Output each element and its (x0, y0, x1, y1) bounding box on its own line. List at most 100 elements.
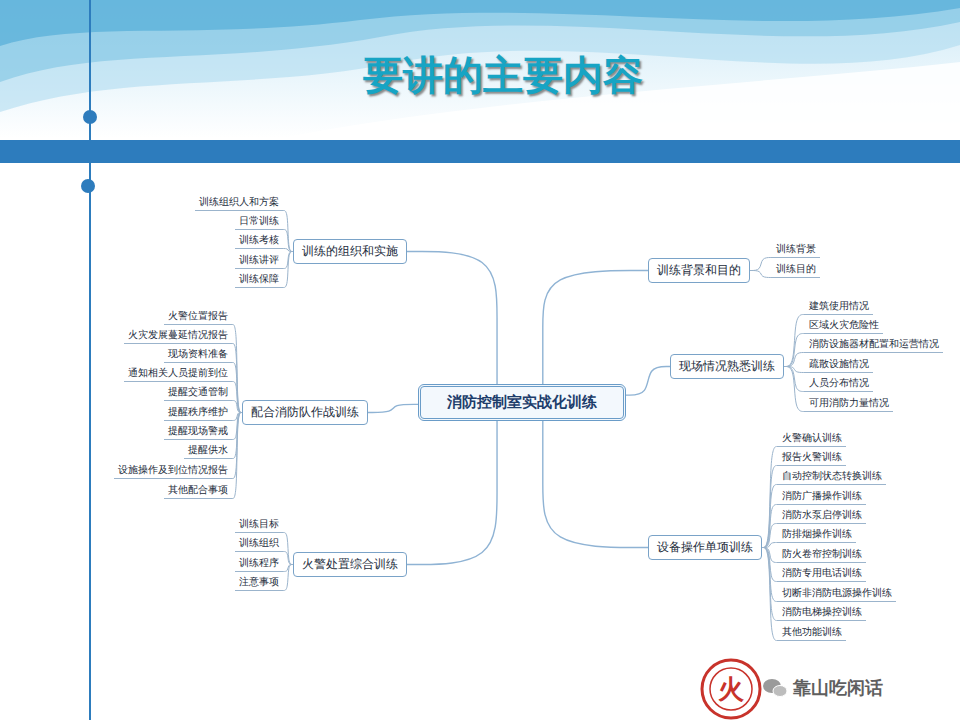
leaf-connector (784, 353, 805, 367)
leaf-connector (762, 485, 778, 548)
topic-text: 其他功能训练 (782, 625, 842, 638)
leaf-topic: 消防设施器材配置和运营情况 (805, 337, 943, 353)
topic-text: 设施操作及到位情况报告 (118, 463, 228, 476)
leaf-topic: 训练考核 (235, 233, 283, 249)
topic-text: 训练组织人和方案 (199, 195, 279, 208)
topic-text: 设备操作单项训练 (657, 539, 753, 556)
topic-text: 消防水泵启停训练 (782, 508, 862, 521)
leaf-topic: 训练目标 (235, 517, 283, 533)
leaf-topic: 训练保障 (235, 272, 283, 288)
margin-line (89, 0, 91, 720)
topic-text: 训练背景 (776, 242, 816, 255)
leaf-connector (762, 548, 778, 641)
leaf-topic: 消防广播操作训练 (778, 489, 866, 505)
leaf-connector (283, 565, 293, 572)
branch-topic: 现场情况熟悉训练 (670, 354, 784, 379)
main-branch-curve (543, 271, 648, 385)
leaf-topic: 疏散设施情况 (805, 357, 873, 373)
leaf-topic: 可用消防力量情况 (805, 396, 893, 412)
topic-text: 训练组织 (239, 536, 279, 549)
leaf-connector (283, 565, 293, 591)
topic-text: 自动控制状态转换训练 (782, 469, 882, 482)
leaf-topic: 其他配合事项 (164, 483, 232, 499)
header-bar (0, 140, 960, 163)
leaf-topic: 防火卷帘控制训练 (778, 547, 866, 563)
main-branch-curve (626, 367, 670, 396)
leaf-topic: 训练目的 (772, 262, 820, 278)
logo-character: 火 (718, 672, 744, 707)
leaf-topic: 防排烟操作训练 (778, 527, 856, 543)
main-branch-curve (543, 421, 648, 548)
topic-text: 日常训练 (239, 214, 279, 227)
topic-text: 切断非消防电源操作训练 (782, 586, 892, 599)
leaf-connector (232, 363, 242, 413)
topic-text: 提醒现场警戒 (168, 424, 228, 437)
leaf-connector (232, 325, 242, 413)
header-wave (0, 0, 960, 46)
leaf-connector (283, 211, 293, 252)
main-branch-curve (368, 404, 418, 412)
topic-text: 防排烟操作训练 (782, 527, 852, 540)
leaf-topic: 消防电梯操控训练 (778, 605, 866, 621)
topic-text: 疏散设施情况 (809, 357, 869, 370)
leaf-topic: 注意事项 (235, 575, 283, 591)
topic-text: 训练的组织和实施 (302, 243, 398, 260)
logo-seal (702, 660, 760, 718)
leaf-connector (232, 401, 242, 413)
leaf-topic: 区域火灾危险性 (805, 318, 883, 334)
leaf-topic: 提醒供水 (184, 443, 232, 459)
topic-text: 区域火灾危险性 (809, 318, 879, 331)
leaf-topic: 日常训练 (235, 214, 283, 230)
slide-title: 要讲的主要内容 (363, 48, 643, 103)
leaf-topic: 现场资料准备 (164, 347, 232, 363)
leaf-connector (762, 447, 778, 548)
topic-text: 消防广播操作训练 (782, 489, 862, 502)
topic-text: 消防专用电话训练 (782, 566, 862, 579)
leaf-connector (232, 344, 242, 413)
leaf-connector (283, 552, 293, 565)
topic-text: 配合消防队作战训练 (251, 404, 359, 421)
leaf-connector (283, 230, 293, 252)
leaf-connector (232, 382, 242, 413)
logo-seal-ring (710, 668, 752, 710)
topic-text: 提醒交通管制 (168, 385, 228, 398)
topic-text: 训练程序 (239, 556, 279, 569)
leaf-connector (232, 413, 242, 499)
leaf-topic: 火灾发展蔓延情况报告 (124, 328, 232, 344)
main-branch-curve (407, 252, 497, 385)
topic-text: 训练目的 (776, 262, 816, 275)
leaf-connector (762, 466, 778, 548)
topic-text: 训练保障 (239, 272, 279, 285)
leaf-topic: 自动控制状态转换训练 (778, 469, 886, 485)
topic-text: 训练目标 (239, 517, 279, 530)
topic-text: 训练背景和目的 (657, 262, 741, 279)
header-ground (0, 0, 960, 138)
leaf-topic: 其他功能训练 (778, 625, 846, 641)
topic-text: 现场资料准备 (168, 347, 228, 360)
leaf-topic: 火警位置报告 (164, 309, 232, 325)
topic-text: 消防设施器材配置和运营情况 (809, 337, 939, 350)
leaf-connector (762, 524, 778, 548)
topic-text: 训练考核 (239, 233, 279, 246)
topic-text: 报告火警训练 (782, 450, 842, 463)
margin-dot (83, 110, 97, 124)
leaf-topic: 训练程序 (235, 556, 283, 572)
topic-text: 防火卷帘控制训练 (782, 547, 862, 560)
leaf-topic: 训练组织 (235, 536, 283, 552)
leaf-connector (762, 505, 778, 548)
topic-text: 注意事项 (239, 575, 279, 588)
leaf-connector (784, 334, 805, 367)
leaf-topic: 提醒秩序维护 (164, 405, 232, 421)
branch-topic: 火警处置综合训练 (293, 552, 407, 577)
leaf-topic: 设施操作及到位情况报告 (114, 463, 232, 479)
topic-text: 训练讲评 (239, 253, 279, 266)
main-branch-curve (407, 421, 497, 565)
margin-dot (81, 179, 95, 193)
topic-text: 火灾发展蔓延情况报告 (128, 328, 228, 341)
leaf-connector (784, 315, 805, 367)
leaf-connector (232, 413, 242, 421)
leaf-topic: 火警确认训练 (778, 431, 846, 447)
topic-text: 人员分布情况 (809, 376, 869, 389)
branch-topic: 训练的组织和实施 (293, 239, 407, 264)
